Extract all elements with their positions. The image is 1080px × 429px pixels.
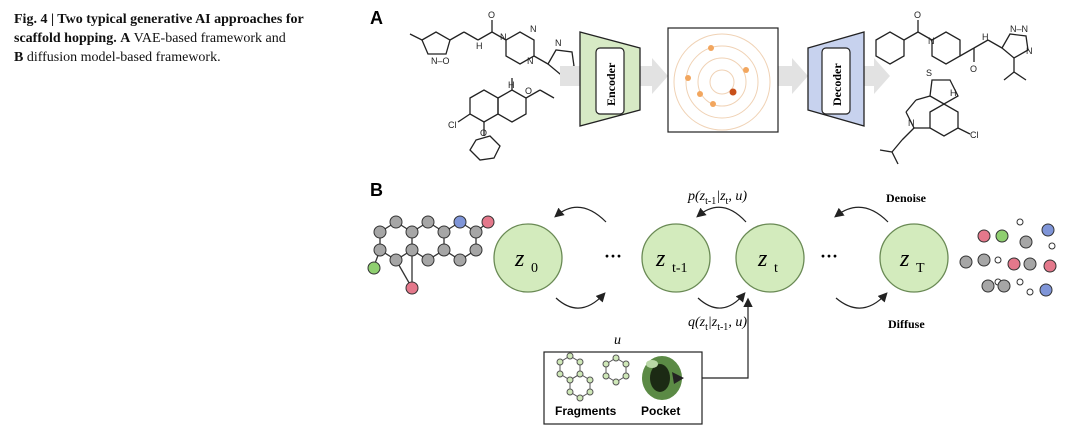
state-zt-1-symbol: z — [655, 246, 666, 272]
latent-point — [685, 75, 691, 81]
condition-label: u — [614, 333, 621, 348]
ellipsis-right: ··· — [820, 246, 838, 266]
svg-text:O: O — [488, 10, 495, 20]
noise-cloud — [959, 218, 1057, 297]
condition-arrow — [702, 297, 753, 379]
output-molecule-1-atoms: O N O H N–N N — [914, 10, 1033, 74]
input-molecule-1 — [409, 20, 575, 75]
pocket-image — [642, 356, 684, 400]
svg-text:Cl: Cl — [970, 130, 979, 140]
encoder-label: Encoder — [604, 62, 618, 106]
state-z0-subscript: 0 — [531, 261, 538, 276]
latent-point — [710, 101, 716, 107]
svg-text:O: O — [525, 86, 532, 96]
caption-text-b: diffusion model-based framework. — [26, 50, 221, 65]
svg-text:N: N — [527, 56, 534, 66]
svg-text:H: H — [950, 88, 957, 98]
fragments-label: Fragments — [555, 404, 617, 418]
svg-text:N: N — [928, 36, 935, 46]
fig-label: Fig. 4 — [14, 12, 48, 27]
output-molecule-1 — [875, 20, 1029, 81]
svg-text:N: N — [908, 118, 915, 128]
caption-label-a: A — [120, 31, 131, 46]
state-zt-subscript: t — [774, 261, 778, 276]
svg-text:N: N — [500, 32, 507, 42]
latent-point-highlight — [729, 88, 737, 96]
decoder-label: Decoder — [830, 63, 844, 106]
latent-point — [697, 91, 703, 97]
diffuse-label: Diffuse — [888, 317, 925, 331]
state-zt-1: z t-1 — [641, 223, 711, 293]
reverse-formula: p(zt-1|zt, u) — [687, 189, 747, 207]
figure-caption: Fig. 4 | Two typical generative AI appro… — [14, 10, 344, 67]
svg-text:O: O — [480, 128, 487, 138]
svg-text:H: H — [508, 80, 515, 90]
fragments-graph — [556, 352, 630, 402]
molecule-graph — [367, 215, 495, 295]
state-zT: z T — [879, 223, 949, 293]
caption-title: Two typical generative AI approaches for… — [14, 12, 304, 46]
caption-label-b: B — [14, 50, 24, 65]
ellipsis-left: ··· — [604, 246, 622, 266]
state-zt-symbol: z — [757, 246, 768, 272]
encoder-block: Encoder — [579, 31, 641, 127]
svg-text:O: O — [914, 10, 921, 20]
svg-text:N–N: N–N — [1010, 24, 1028, 34]
panel-b-label: B — [370, 180, 383, 200]
svg-text:S: S — [926, 68, 932, 78]
svg-text:N–O: N–O — [431, 56, 450, 66]
pocket-label: Pocket — [641, 404, 680, 418]
denoise-label: Denoise — [886, 191, 927, 205]
output-molecule-2-atoms: S H Cl N — [908, 68, 979, 140]
state-zT-symbol: z — [899, 246, 910, 272]
latent-point — [743, 67, 749, 73]
decoder-block: Decoder — [807, 31, 865, 127]
state-zT-subscript: T — [916, 261, 925, 276]
forward-formula: q(zt|zt-1, u) — [688, 315, 747, 333]
state-z0: z 0 — [493, 223, 563, 293]
diffuse-arrows — [555, 292, 888, 309]
latent-space — [667, 27, 779, 133]
input-molecule-1-atoms: N–OHO NNN NS — [431, 10, 576, 76]
svg-text:O: O — [970, 64, 977, 74]
caption-text-a: VAE-based framework and — [133, 31, 286, 46]
svg-text:H: H — [982, 32, 989, 42]
svg-text:N: N — [1026, 46, 1033, 56]
svg-text:N: N — [555, 38, 562, 48]
latent-point — [708, 45, 714, 51]
svg-text:N: N — [530, 24, 537, 34]
svg-text:H: H — [476, 41, 483, 51]
condition-box: Fragments Pocket — [543, 351, 703, 425]
output-molecule-2 — [879, 79, 971, 165]
state-zt: z t — [735, 223, 805, 293]
state-zt-1-subscript: t-1 — [672, 261, 688, 276]
panel-a-label: A — [370, 8, 383, 28]
caption-separator: | — [47, 12, 58, 27]
denoise-arrows — [554, 206, 889, 223]
input-molecule-2 — [457, 78, 555, 161]
state-z0-symbol: z — [514, 246, 525, 272]
svg-text:Cl: Cl — [448, 120, 457, 130]
